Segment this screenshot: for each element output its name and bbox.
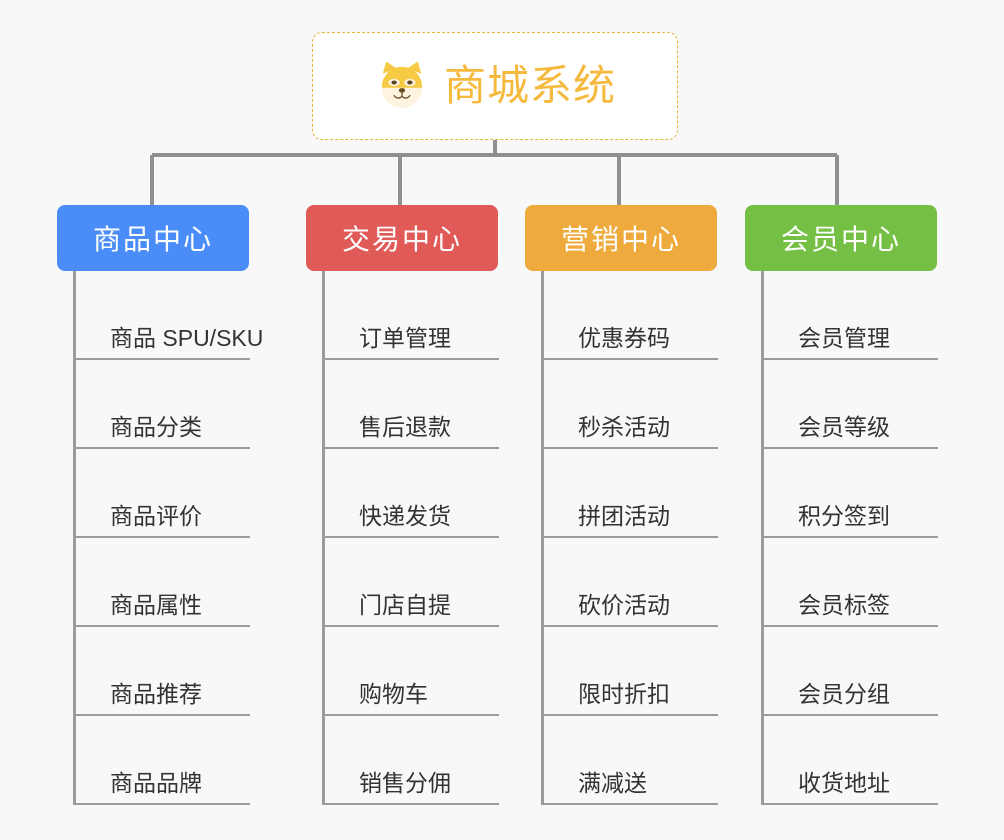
list-item[interactable]: 秒杀活动 [544, 360, 718, 449]
branch-header-3[interactable]: 营销中心 [525, 205, 717, 271]
list-item[interactable]: 会员管理 [764, 271, 938, 360]
leaf-list-1: 商品 SPU/SKU 商品分类 商品评价 商品属性 商品推荐 商品品牌 [73, 271, 263, 805]
leaf-label: 商品 SPU/SKU [76, 325, 263, 360]
list-item[interactable]: 拼团活动 [544, 449, 718, 538]
leaf-label: 快递发货 [325, 503, 499, 538]
list-item[interactable]: 购物车 [325, 627, 499, 716]
leaf-label: 限时折扣 [544, 681, 718, 716]
leaf-label: 砍价活动 [544, 592, 718, 627]
leaf-label: 商品属性 [76, 592, 250, 627]
list-item[interactable]: 售后退款 [325, 360, 499, 449]
branch-column-4: 会员中心 会员管理 会员等级 积分签到 会员标签 会员分组 收货地址 [745, 205, 938, 805]
leaf-list-4: 会员管理 会员等级 积分签到 会员标签 会员分组 收货地址 [761, 271, 938, 805]
leaf-label: 积分签到 [764, 503, 938, 538]
list-item[interactable]: 商品 SPU/SKU [76, 271, 263, 360]
leaf-label: 优惠券码 [544, 325, 718, 360]
leaf-label: 商品品牌 [76, 770, 250, 805]
list-item[interactable]: 积分签到 [764, 449, 938, 538]
root-node[interactable]: 商城系统 [312, 32, 678, 140]
branch-column-3: 营销中心 优惠券码 秒杀活动 拼团活动 砍价活动 限时折扣 满减送 [525, 205, 718, 805]
leaf-label: 秒杀活动 [544, 414, 718, 449]
leaf-label: 收货地址 [764, 770, 938, 805]
branch-header-1[interactable]: 商品中心 [57, 205, 249, 271]
branch-header-2[interactable]: 交易中心 [306, 205, 498, 271]
list-item[interactable]: 销售分佣 [325, 716, 499, 805]
leaf-label: 销售分佣 [325, 770, 499, 805]
leaf-label: 商品分类 [76, 414, 250, 449]
list-item[interactable]: 商品品牌 [76, 716, 250, 805]
leaf-label: 会员分组 [764, 681, 938, 716]
leaf-label: 会员等级 [764, 414, 938, 449]
leaf-label: 门店自提 [325, 592, 499, 627]
list-item[interactable]: 限时折扣 [544, 627, 718, 716]
leaf-label: 满减送 [544, 770, 718, 805]
list-item[interactable]: 会员等级 [764, 360, 938, 449]
list-item[interactable]: 门店自提 [325, 538, 499, 627]
list-item[interactable]: 会员标签 [764, 538, 938, 627]
leaf-label: 订单管理 [325, 325, 499, 360]
list-item[interactable]: 砍价活动 [544, 538, 718, 627]
list-item[interactable]: 收货地址 [764, 716, 938, 805]
branch-column-2: 交易中心 订单管理 售后退款 快递发货 门店自提 购物车 销售分佣 [306, 205, 499, 805]
leaf-label: 会员管理 [764, 325, 938, 360]
list-item[interactable]: 商品属性 [76, 538, 250, 627]
leaf-label: 售后退款 [325, 414, 499, 449]
list-item[interactable]: 商品评价 [76, 449, 250, 538]
branch-header-4[interactable]: 会员中心 [745, 205, 937, 271]
list-item[interactable]: 会员分组 [764, 627, 938, 716]
leaf-label: 会员标签 [764, 592, 938, 627]
leaf-label: 商品推荐 [76, 681, 250, 716]
leaf-list-3: 优惠券码 秒杀活动 拼团活动 砍价活动 限时折扣 满减送 [541, 271, 718, 805]
list-item[interactable]: 满减送 [544, 716, 718, 805]
root-title: 商城系统 [443, 62, 616, 109]
list-item[interactable]: 订单管理 [325, 271, 499, 360]
branch-column-1: 商品中心 商品 SPU/SKU 商品分类 商品评价 商品属性 商品推荐 商品品牌 [57, 205, 263, 805]
leaf-label: 拼团活动 [544, 503, 718, 538]
list-item[interactable]: 商品推荐 [76, 627, 250, 716]
list-item[interactable]: 商品分类 [76, 360, 250, 449]
list-item[interactable]: 快递发货 [325, 449, 499, 538]
leaf-list-2: 订单管理 售后退款 快递发货 门店自提 购物车 销售分佣 [322, 271, 499, 805]
list-item[interactable]: 优惠券码 [544, 271, 718, 360]
leaf-label: 购物车 [325, 681, 499, 716]
leaf-label: 商品评价 [76, 503, 250, 538]
shiba-dog-face-icon [381, 61, 423, 108]
